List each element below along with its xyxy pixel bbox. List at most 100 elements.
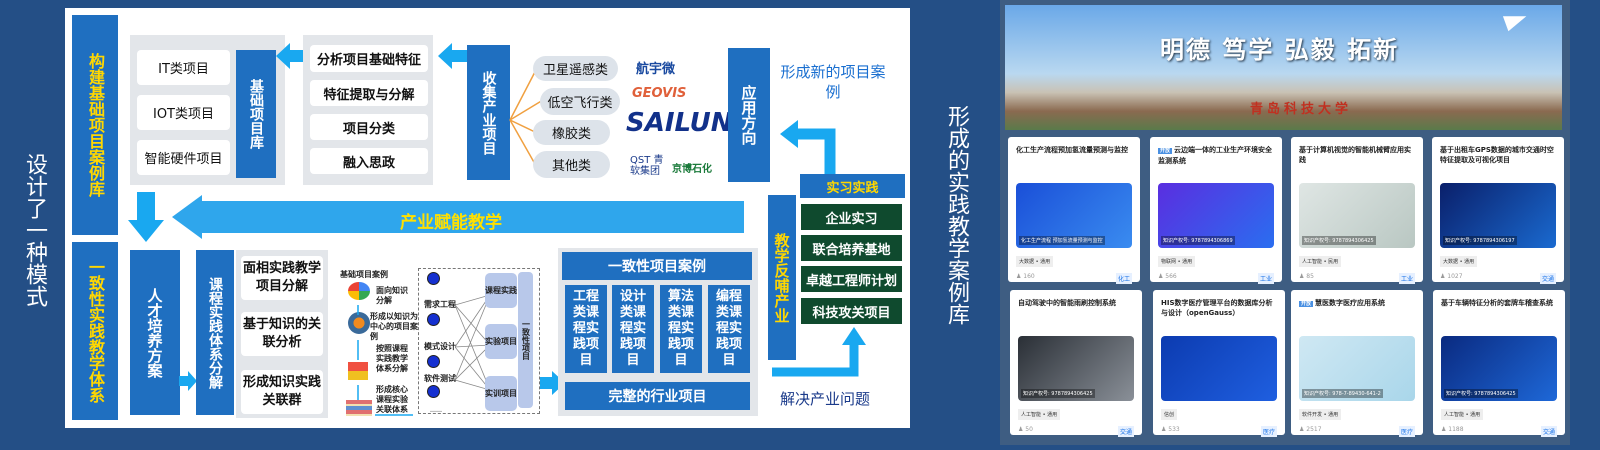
card-views: ♟ 566 (1158, 273, 1177, 280)
card-image-caption: 知识产权号: 9787894306425 (1302, 236, 1376, 245)
card-image: 知识产权号: 9787894306425 (1441, 336, 1557, 401)
basic-type-iot: IOT类项目 (137, 95, 230, 130)
target-item: 实验项目 (485, 324, 517, 359)
logo-qst: QST 青软集团 (630, 155, 664, 177)
card-title-text: 基于出租车GPS数据的城市交通时空特征提取及可视化项目 (1440, 146, 1554, 164)
card-category: 工业 (1257, 273, 1274, 284)
module-icon (427, 355, 440, 368)
module-item: 软件测试 (424, 374, 456, 383)
card-title: 开放云边端一体的工业生产环境安全监测系统 (1158, 145, 1274, 173)
card-views: ♟ 2517 (1299, 426, 1322, 433)
module-item: 需求工程 (424, 300, 456, 309)
card-views: ♟ 50 (1018, 426, 1033, 433)
card-title: 基于计算机视觉的智能机械臂应用实践 (1299, 145, 1415, 173)
card-image-caption: 知识产权号: 9787894306425 (1444, 389, 1518, 398)
new-cases-text: 形成新的项目案例 (780, 63, 886, 101)
logo-jingbo: 京博石化 (672, 164, 712, 175)
view-count: 1188 (1448, 426, 1464, 433)
consistency-system-label: 一致性实践教学体系 (72, 242, 118, 420)
analysis-step: 融入思政 (310, 148, 428, 174)
blocks-icon (348, 362, 368, 380)
case-column: 算法类课程实践项目 (660, 285, 702, 373)
case-card[interactable]: HIS数字医疗管理平台的数据库分析与设计（openGauss） 信创 ♟ 533… (1153, 290, 1285, 437)
feedback-label: 教学反哺产业 (768, 195, 796, 360)
case-card[interactable]: 自动驾驶中的智能雨刷控制系统 知识产权号: 9787894306425 人工智能… (1010, 290, 1142, 437)
full-project-label: 完整的行业项目 (565, 382, 750, 410)
basic-type-it: IT类项目 (137, 50, 230, 85)
card-tag: 大数据 • 通用 (1016, 256, 1054, 267)
empower-arrow (172, 195, 744, 239)
card-image (1161, 336, 1277, 401)
view-count: 85 (1306, 273, 1314, 280)
mapping-lines (455, 294, 490, 391)
arrow-right-icon (179, 371, 197, 391)
empower-label: 产业赋能教学 (400, 213, 502, 233)
course-step: 形成知识实践关联群 (241, 370, 323, 414)
mini-step: 形成核心课程实验关联体系 (376, 385, 408, 414)
case-card[interactable]: 开放慧医数字医疗应用系统 知识产权号: 978-7-89430-641-2 软件… (1291, 290, 1423, 437)
card-title-text: HIS数字医疗管理平台的数据库分析与设计（openGauss） (1161, 299, 1273, 317)
card-tag: 信创 (1161, 409, 1178, 420)
case-card[interactable]: 基于车辆特征分析的套牌车稽查系统 知识产权号: 9787894306425 人工… (1433, 290, 1565, 437)
card-tag: 人工智能 • 民用 (1299, 256, 1342, 267)
analysis-step: 分析项目基础特征 (310, 45, 428, 72)
arrow-left-icon (276, 43, 306, 69)
arrow-right-icon (540, 371, 565, 395)
logo-hangyuwei: 航宇微 (636, 62, 676, 77)
card-title: 基于车辆特征分析的套牌车稽查系统 (1441, 298, 1557, 326)
mini-step: 形成以知识为中心的项目案例 (370, 312, 418, 341)
card-title-text: 基于车辆特征分析的套牌车稽查系统 (1441, 299, 1553, 307)
card-views: ♟ 160 (1016, 273, 1035, 280)
card-title-text: 慧医数字医疗应用系统 (1315, 299, 1386, 307)
logo-geovis: GEOVIS (632, 86, 687, 101)
apps-icon (348, 282, 370, 300)
industry-satellite: 卫星遥感类 (533, 56, 618, 81)
solve-text: 解决产业问题 (780, 390, 871, 408)
card-title: 基于出租车GPS数据的城市交通时空特征提取及可视化项目 (1440, 145, 1556, 173)
card-tag: 软件开发 • 通用 (1299, 409, 1342, 420)
analysis-step: 特征提取与分解 (310, 80, 428, 106)
target-item: 实训项目 (485, 376, 517, 411)
mini-arrows (357, 305, 413, 416)
card-image-caption: 知识产权号: 9787894306425 (1021, 389, 1095, 398)
card-category: 交通 (1540, 426, 1557, 437)
case-card[interactable]: 开放云边端一体的工业生产环境安全监测系统 知识产权号: 978789430686… (1150, 137, 1282, 284)
internship-title: 实习实践 (800, 174, 905, 198)
card-views: ♟ 1027 (1440, 273, 1463, 280)
connector-lines (509, 67, 544, 165)
case-card[interactable]: 化工生产流程预加氢流量预测与监控 化工生产流程 预加氢流量预测与监控 大数据 •… (1008, 137, 1140, 284)
card-image: 化工生产流程 预加氢流量预测与监控 (1016, 183, 1132, 248)
internship-item: 企业实习 (800, 203, 903, 231)
mini-dashed-box (418, 268, 540, 414)
card-image: 知识产权号: 9787894306425 (1018, 336, 1134, 401)
talent-plan-label: 人才培养方案 (130, 250, 180, 415)
card-title: 开放慧医数字医疗应用系统 (1299, 298, 1415, 326)
card-title-text: 化工生产流程预加氢流量预测与监控 (1016, 146, 1128, 154)
course-step: 基于知识的关联分析 (241, 312, 323, 356)
industry-rubber: 橡胶类 (533, 120, 610, 145)
campus-banner (1005, 5, 1562, 130)
card-tag: 物联网 • 通用 (1158, 256, 1196, 267)
case-column: 设计类课程实践项目 (612, 285, 654, 373)
course-system-label: 课程实践体系分解 (196, 250, 234, 415)
view-count: 2517 (1306, 426, 1322, 433)
apply-direction-label: 应用方向 (728, 48, 770, 182)
industry-low-altitude: 低空飞行类 (540, 88, 620, 115)
basic-type-hardware: 智能硬件项目 (137, 140, 230, 175)
case-card[interactable]: 基于计算机视觉的智能机械臂应用实践 知识产权号: 9787894306425 人… (1291, 137, 1423, 284)
card-views: ♟ 1188 (1441, 426, 1464, 433)
view-count: 50 (1025, 426, 1033, 433)
module-icon (427, 313, 440, 326)
industry-other: 其他类 (533, 151, 610, 178)
view-count: 566 (1165, 273, 1177, 280)
card-category: 化工 (1115, 273, 1132, 284)
module-item: …… (430, 407, 442, 414)
case-card[interactable]: 基于出租车GPS数据的城市交通时空特征提取及可视化项目 知识产权号: 97878… (1432, 137, 1564, 284)
module-icon (427, 272, 440, 285)
target-item: 课程实践 (485, 273, 517, 308)
card-category: 交通 (1539, 273, 1556, 284)
mini-step: 按照课程实践教学体系分解 (376, 344, 408, 373)
case-column: 编程类课程实践项目 (708, 285, 750, 373)
open-badge: 开放 (1299, 301, 1314, 307)
card-title-text: 云边端一体的工业生产环境安全监测系统 (1158, 146, 1273, 165)
